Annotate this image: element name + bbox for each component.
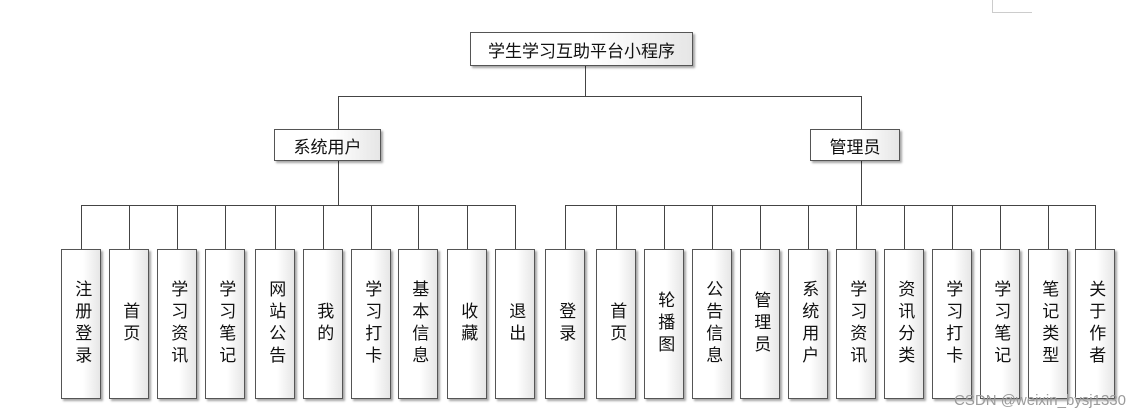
leaf-node-1-2: 轮播图 — [644, 249, 684, 399]
root-node: 学生学习互助平台小程序 — [470, 32, 693, 66]
leaf-node-0-7: 基本信息 — [398, 249, 438, 399]
connector-child-0-2 — [177, 205, 178, 249]
leaf-node-0-1: 首页 — [109, 249, 149, 399]
connector-child-0-9 — [515, 205, 516, 249]
leaf-node-1-1: 首页 — [596, 249, 636, 399]
connector-child-0-4 — [275, 205, 276, 249]
connector-child-0-8 — [467, 205, 468, 249]
connector-child-1-7 — [904, 205, 905, 249]
connector-child-1-1 — [616, 205, 617, 249]
leaf-node-0-8: 收藏 — [447, 249, 487, 399]
branch-node-1: 管理员 — [810, 129, 900, 161]
leaf-node-0-6: 学习打卡 — [351, 249, 391, 399]
leaf-node-0-4: 网站公告 — [255, 249, 295, 399]
leaf-node-1-7: 资讯分类 — [884, 249, 924, 399]
corner-mark-horizontal — [992, 12, 1032, 13]
connector-branch-bar — [338, 96, 862, 97]
leaf-node-1-3: 公告信息 — [692, 249, 732, 399]
connector-branch-down-0 — [338, 161, 339, 205]
connector-child-0-0 — [81, 205, 82, 249]
connector-child-0-1 — [129, 205, 130, 249]
connector-child-1-8 — [952, 205, 953, 249]
leaf-node-1-11: 关于作者 — [1075, 249, 1115, 399]
leaf-node-0-5: 我的 — [303, 249, 343, 399]
branch-node-0: 系统用户 — [274, 129, 381, 161]
corner-mark-vertical — [992, 0, 993, 12]
connector-root-down — [585, 66, 586, 96]
connector-child-0-5 — [323, 205, 324, 249]
leaf-node-1-10: 笔记类型 — [1028, 249, 1068, 399]
connector-to-branch-1 — [861, 96, 862, 129]
connector-child-0-7 — [418, 205, 419, 249]
leaf-node-0-9: 退出 — [495, 249, 535, 399]
leaf-node-1-4: 管理员 — [740, 249, 780, 399]
connector-children-bar-1 — [565, 205, 1096, 206]
connector-child-1-6 — [856, 205, 857, 249]
leaf-node-1-8: 学习打卡 — [932, 249, 972, 399]
connector-child-1-0 — [565, 205, 566, 249]
leaf-node-1-6: 学习资讯 — [836, 249, 876, 399]
watermark: CSDN @weixin_bysj1330 — [954, 392, 1126, 409]
leaf-node-1-9: 学习笔记 — [980, 249, 1020, 399]
connector-child-1-5 — [808, 205, 809, 249]
connector-child-0-6 — [371, 205, 372, 249]
leaf-node-0-3: 学习笔记 — [205, 249, 245, 399]
connector-child-1-11 — [1095, 205, 1096, 249]
connector-child-1-10 — [1048, 205, 1049, 249]
connector-children-bar-0 — [81, 205, 516, 206]
leaf-node-0-2: 学习资讯 — [157, 249, 197, 399]
connector-child-0-3 — [225, 205, 226, 249]
connector-to-branch-0 — [338, 96, 339, 129]
leaf-node-1-0: 登录 — [545, 249, 585, 399]
leaf-node-0-0: 注册登录 — [61, 249, 101, 399]
connector-child-1-4 — [760, 205, 761, 249]
connector-branch-down-1 — [861, 161, 862, 205]
connector-child-1-9 — [1000, 205, 1001, 249]
connector-child-1-3 — [712, 205, 713, 249]
connector-child-1-2 — [664, 205, 665, 249]
leaf-node-1-5: 系统用户 — [788, 249, 828, 399]
